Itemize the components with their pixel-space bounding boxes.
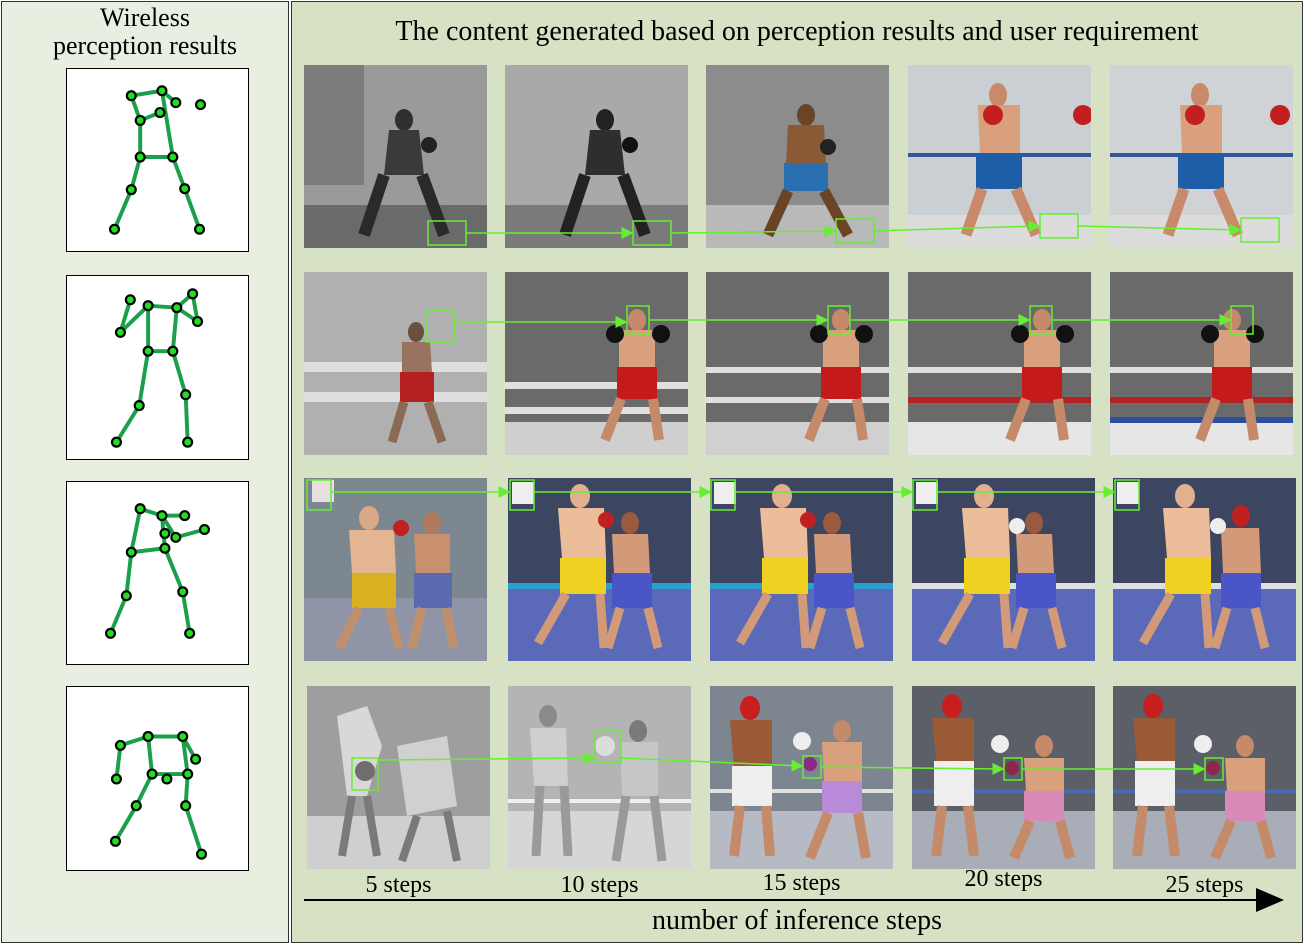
generated-image-row2-step20 [908, 272, 1091, 455]
generated-image-row2-step15 [706, 272, 889, 455]
axis-label: number of inference steps [652, 905, 942, 936]
generated-image-row1-step5 [304, 65, 487, 248]
generated-image-row4-step10 [508, 686, 691, 869]
generated-image-row3-step10 [508, 478, 691, 661]
generated-image-row4-step5 [307, 686, 490, 869]
step-label-25: 25 steps [1165, 872, 1244, 898]
generated-image-row1-step25 [1110, 65, 1293, 248]
pose-skeleton-1 [66, 68, 249, 252]
generated-image-row4-step15 [710, 686, 893, 869]
generated-image-row2-step25 [1110, 272, 1293, 455]
perception-title-line1: Wireless [100, 3, 190, 32]
generated-image-row1-step20 [908, 65, 1091, 248]
step-label-10: 10 steps [560, 872, 639, 898]
pose-skeleton-2 [66, 275, 249, 460]
generated-image-row2-step10 [505, 272, 688, 455]
pose-skeleton-4 [66, 686, 249, 871]
generated-image-row2-step5 [304, 272, 487, 455]
step-label-15: 15 steps [762, 870, 841, 896]
pose-skeleton-3 [66, 481, 249, 665]
perception-title-line2: perception results [52, 31, 238, 60]
main-title: The content generated based on perceptio… [395, 16, 1199, 47]
generated-image-row4-step25 [1113, 686, 1296, 869]
generated-image-row3-step5 [304, 478, 487, 661]
generated-image-row3-step20 [912, 478, 1095, 661]
generated-image-row4-step20 [912, 686, 1095, 869]
generated-image-row3-step15 [710, 478, 893, 661]
generated-image-row1-step10 [505, 65, 688, 248]
step-label-5: 5 steps [365, 872, 432, 898]
generated-image-row1-step15 [706, 65, 889, 248]
generated-image-row3-step25 [1113, 478, 1296, 661]
step-label-20: 20 steps [964, 866, 1043, 892]
